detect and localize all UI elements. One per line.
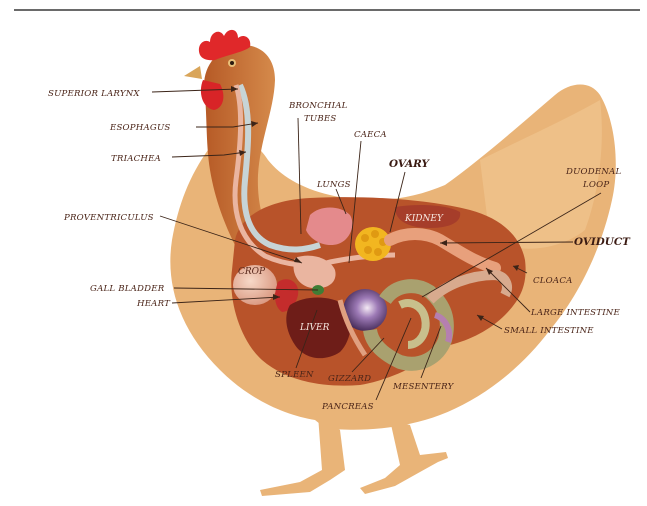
label-esophagus: ESOPHAGUS (109, 123, 170, 133)
label-large-intestine: LARGE INTESTINE (530, 308, 621, 318)
label-oviduct: OVIDUCT (574, 236, 631, 248)
beak (184, 66, 202, 79)
label-gizzard: GIZZARD (328, 374, 371, 384)
label-duodenal: DUODENAL (565, 167, 621, 177)
label-spleen: SPLEEN (275, 370, 314, 380)
label-cloaca: CLOACA (533, 276, 573, 286)
label-caeca: CAECA (354, 130, 387, 140)
label-gall-bladder: GALL BLADDER (90, 284, 165, 294)
wattle (201, 80, 223, 110)
label-ovary: OVARY (389, 158, 431, 170)
label-heart: HEART (136, 299, 171, 309)
label-lungs: LUNGS (316, 180, 351, 190)
label-proventriculus: PROVENTRICULUS (63, 213, 154, 223)
label-superior-larynx: SUPERIOR LARYNX (48, 89, 140, 99)
label-loop: LOOP (582, 180, 609, 190)
label-triachea: TRIACHEA (111, 154, 161, 164)
label-tubes: TUBES (304, 114, 336, 124)
label-mesentery: MESENTERY (392, 382, 455, 392)
right-leg (360, 420, 448, 494)
label-crop: CROP (238, 267, 266, 277)
label-kidney: KIDNEY (404, 214, 444, 224)
label-pancreas: PANCREAS (321, 402, 374, 412)
pupil (230, 61, 234, 65)
label-liver: LIVER (299, 323, 330, 333)
label-bronchial: BRONCHIAL (288, 101, 348, 111)
label-small-intestine: SMALL INTESTINE (504, 326, 594, 336)
left-leg (260, 415, 345, 496)
